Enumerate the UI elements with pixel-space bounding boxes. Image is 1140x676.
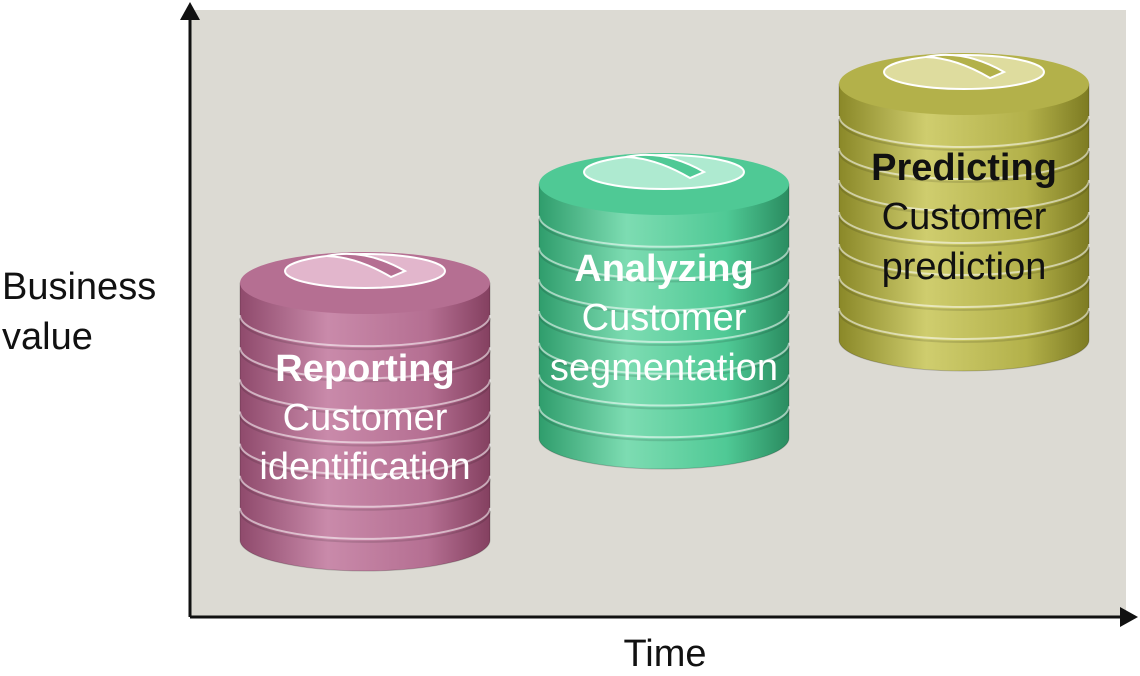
cylinder-disk-shadow [838,182,1090,215]
cylinder-disk-shadow [239,382,491,415]
stage-subtitle-line2: identification [259,446,470,488]
cylinder-disk-shadow [538,377,790,410]
y-axis-label-line2: value [2,316,93,358]
cylinder-disk-line [538,215,790,248]
cylinder-disk-line [239,347,491,380]
cylinder-top-highlight [583,154,745,190]
cylinder-disk-line [239,507,491,540]
cylinder-disk-shadow [838,278,1090,311]
cylinder-disk-line [538,342,790,375]
cylinder-body [838,83,1090,372]
cylinder-disk-shadow [239,350,491,383]
cylinder-disk-shadow [239,478,491,511]
stage-subtitle-line2: prediction [882,246,1047,288]
cylinder-disk-line [538,406,790,439]
cylinder-disk-line [538,279,790,312]
cylinder-disk-shadow [239,510,491,543]
x-axis-label: Time [623,633,706,675]
cylinder-disk-shadow [538,218,790,251]
cylinder-disk-shadow [838,150,1090,183]
cylinder-disk-line [838,179,1090,212]
stage-subtitle-line2: segmentation [550,347,778,389]
x-axis-arrow [1120,607,1138,627]
cylinder-disk-line [838,211,1090,244]
stage-subtitle-line1: Customer [582,297,747,339]
cylinder-disk-line [538,310,790,343]
cylinder-disk-line [239,315,491,348]
cylinder-disk-line [838,243,1090,276]
stage-title: Analyzing [574,248,753,290]
stage-subtitle-line1: Customer [882,196,1047,238]
cylinder-disk-shadow [838,310,1090,343]
cylinder-disk-shadow [538,345,790,378]
cylinder-disk-shadow [538,282,790,315]
cylinder-disk-line [838,275,1090,308]
cylinder-disk-shadow [538,313,790,346]
cylinder-disk-shadow [538,409,790,442]
cylinder-top-highlight [284,253,446,289]
stage-subtitle-line1: Customer [283,397,448,439]
y-axis-label-line1: Business [2,266,156,308]
cylinder-disk-line [538,374,790,407]
cylinder-top-slot [925,53,1007,80]
y-axis-arrow [180,2,200,20]
cylinder-disk-line [239,379,491,412]
cylinder-disk-line [239,443,491,476]
cylinder-disk-line [838,115,1090,148]
cylinder-disk-line [838,307,1090,340]
cylinder-top-highlight [883,54,1045,90]
cylinder-disk-shadow [838,118,1090,151]
cylinder-body [538,183,790,470]
stage-cylinders: ReportingCustomeridentificationAnalyzing… [239,53,1090,572]
cylinder-disk-line [239,475,491,508]
stage-title: Predicting [871,147,1057,189]
cylinder-disk-shadow [838,246,1090,279]
cylinder-disk-line [838,147,1090,180]
cylinder-disk-shadow [239,414,491,447]
cylinder-disk-shadow [239,318,491,351]
cylinder-disk-line [239,411,491,444]
stage-title: Reporting [275,348,454,390]
cylinder-top-slot [625,153,707,180]
cylinder-top-slot [326,252,408,279]
cylinder-disk-shadow [538,250,790,283]
cylinder-disk-line [538,247,790,280]
cylinder-disk-shadow [239,446,491,479]
cylinder-body [239,282,491,572]
cylinder-disk-shadow [838,214,1090,247]
